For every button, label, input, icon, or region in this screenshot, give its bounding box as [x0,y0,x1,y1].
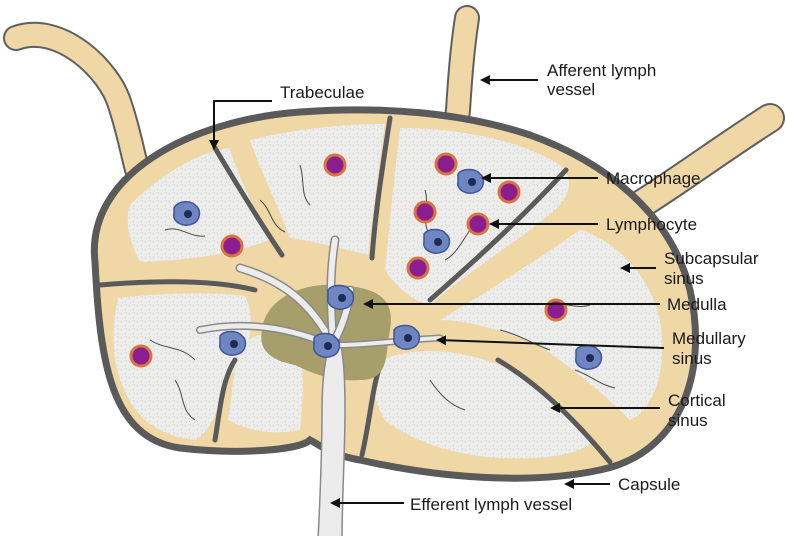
lymphocyte-cell [222,236,242,256]
lymphocyte-cell [499,182,519,202]
macrophage-cell [328,286,354,310]
label-afferent-line1: Afferent lymph [547,61,656,80]
label-subcapsular-line1: Subcapsular [664,249,759,268]
macrophage-cell [458,170,484,194]
macrophage-cell [576,346,602,370]
macrophage-cell [220,332,246,356]
label-afferent-line2: vessel [547,80,595,99]
macrophage-cell [314,334,340,358]
macrophage-cell [424,230,450,254]
lymphocyte-cell [436,154,456,174]
lymphocyte-cell [131,346,151,366]
label-cortical-line2: sinus [668,411,708,430]
macrophage-cell [394,326,420,350]
label-efferent: Efferent lymph vessel [410,495,572,514]
label-medullary-line1: Medullary [672,329,746,348]
lymphocyte-cell [408,258,428,278]
label-lymphocyte: Lymphocyte [606,215,697,234]
lymphocyte-cell [415,202,435,222]
label-medulla: Medulla [667,295,727,314]
lymphocyte-cell [468,214,488,234]
label-trabeculae: Trabeculae [280,83,364,102]
label-capsule: Capsule [618,475,680,494]
label-macrophage: Macrophage [606,169,701,188]
macrophage-cell [174,202,200,226]
label-subcapsular-line2: sinus [664,269,704,288]
lymphocyte-cell [325,155,345,175]
label-medullary-line2: sinus [672,349,712,368]
label-cortical-line1: Cortical [668,391,726,410]
